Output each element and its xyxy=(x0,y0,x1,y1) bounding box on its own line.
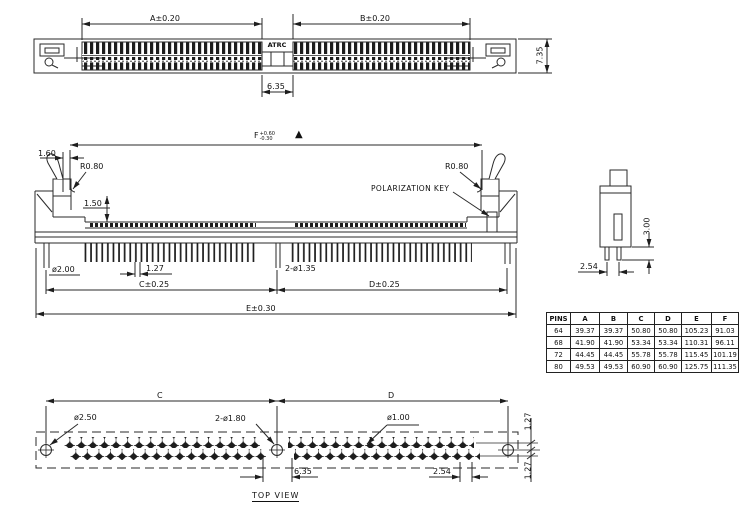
dim-f-letter: F xyxy=(254,131,259,140)
table-cell: 105.23 xyxy=(681,324,712,337)
table-cell: 39.37 xyxy=(570,324,600,337)
table-cell: 41.90 xyxy=(599,336,628,349)
front-view-linework xyxy=(34,142,518,318)
dim-latch-offset-label: 1.60 xyxy=(38,149,56,158)
view-title-label: TOP VIEW xyxy=(252,491,300,502)
pin-hole-label: ø1.00 xyxy=(387,413,410,422)
table-cell: 96.11 xyxy=(711,336,739,349)
table-cell: 44.45 xyxy=(599,348,628,361)
dim-gap-label: 6.35 xyxy=(294,467,312,476)
dim-depth-label: 1.50 xyxy=(84,199,102,208)
spec-table-row-72: 72 44.45 44.45 55.78 55.78 115.45 101.19 xyxy=(546,348,739,361)
table-cell: 110.31 xyxy=(681,336,712,349)
table-cell: 53.34 xyxy=(654,336,682,349)
dim-row-offset-bottom-label: 1.27 xyxy=(523,461,533,480)
table-cell: 64 xyxy=(546,324,571,337)
dim-b-label: B±0.20 xyxy=(360,14,391,23)
spec-table: PINS A B C D E F 64 39.37 39.37 50.80 50… xyxy=(546,312,739,373)
table-header-e: E xyxy=(681,312,712,325)
dim-row-offset-top-label: 1.27 xyxy=(523,412,533,431)
table-header-pins: PINS xyxy=(546,312,571,325)
hole-left-label: ø2.50 xyxy=(74,413,97,422)
spec-table-row-68: 68 41.90 41.90 53.34 53.34 110.31 96.11 xyxy=(546,336,739,349)
dim-pitch-label: 1.27 xyxy=(146,264,164,273)
table-cell: 60.90 xyxy=(654,360,682,373)
atrc-label: ATRC xyxy=(267,41,287,49)
dim-f-lower-tol: -0.30 xyxy=(259,136,273,142)
dim-d-span-label: D xyxy=(388,391,395,400)
table-cell: 125.75 xyxy=(681,360,712,373)
dim-height-label: 7.35 xyxy=(535,46,545,65)
dim-a-label: A±0.20 xyxy=(150,14,180,23)
top-view-linework xyxy=(33,14,552,97)
table-cell: 55.78 xyxy=(654,348,682,361)
dim-peg-hole-label: ø2.00 xyxy=(52,265,75,274)
table-cell: 72 xyxy=(546,348,571,361)
table-cell: 91.03 xyxy=(711,324,739,337)
table-cell: 50.80 xyxy=(627,324,655,337)
table-cell: 49.53 xyxy=(599,360,628,373)
table-header-a: A xyxy=(570,312,600,325)
spec-table-row-64: 64 39.37 39.37 50.80 50.80 105.23 91.03 xyxy=(546,324,739,337)
table-cell: 111.35 xyxy=(711,360,739,373)
datum-triangle-icon: ▲ xyxy=(295,129,303,140)
dim-c-label: C±0.25 xyxy=(139,280,170,289)
dim-c-span-label: C xyxy=(157,391,163,400)
table-cell: 53.34 xyxy=(627,336,655,349)
dim-d-label: D±0.25 xyxy=(369,280,400,289)
dim-center-gap-label: 6.35 xyxy=(267,82,285,91)
dim-pin-length-label: 3.00 xyxy=(642,217,652,236)
dim-center-holes-label: 2-ø1.35 xyxy=(285,264,316,273)
table-header-f: F xyxy=(711,312,739,325)
radius-left-label: R0.80 xyxy=(80,162,104,171)
table-header-b: B xyxy=(599,312,628,325)
table-cell: 101.19 xyxy=(711,348,739,361)
spec-table-header-row: PINS A B C D E F xyxy=(546,312,739,325)
radius-right-label: R0.80 xyxy=(445,162,469,171)
table-cell: 41.90 xyxy=(570,336,600,349)
dim-pitch-bottom-label: 2.54 xyxy=(433,467,451,476)
table-cell: 115.45 xyxy=(681,348,712,361)
bottom-view-linework xyxy=(35,398,540,482)
table-cell: 49.53 xyxy=(570,360,600,373)
table-cell: 80 xyxy=(546,360,571,373)
table-cell: 55.78 xyxy=(627,348,655,361)
table-header-d: D xyxy=(654,312,682,325)
table-cell: 44.45 xyxy=(570,348,600,361)
dim-f-label: F +0.60 -0.30 xyxy=(254,132,275,142)
dim-f-tolerance: +0.60 -0.30 xyxy=(260,132,275,142)
table-cell: 39.37 xyxy=(599,324,628,337)
holes-center-label: 2-ø1.80 xyxy=(215,414,246,423)
polarization-key-label: POLARIZATION KEY xyxy=(371,184,450,193)
side-view-linework xyxy=(578,169,654,276)
table-cell: 60.90 xyxy=(627,360,655,373)
dim-f-upper-tol: +0.60 xyxy=(259,131,275,137)
table-cell: 68 xyxy=(546,336,571,349)
spec-table-row-80: 80 49.53 49.53 60.90 60.90 125.75 111.35 xyxy=(546,360,739,373)
table-header-c: C xyxy=(627,312,655,325)
table-cell: 50.80 xyxy=(654,324,682,337)
dim-pin-pitch-label: 2.54 xyxy=(580,262,598,271)
dim-e-label: E±0.30 xyxy=(246,304,276,313)
